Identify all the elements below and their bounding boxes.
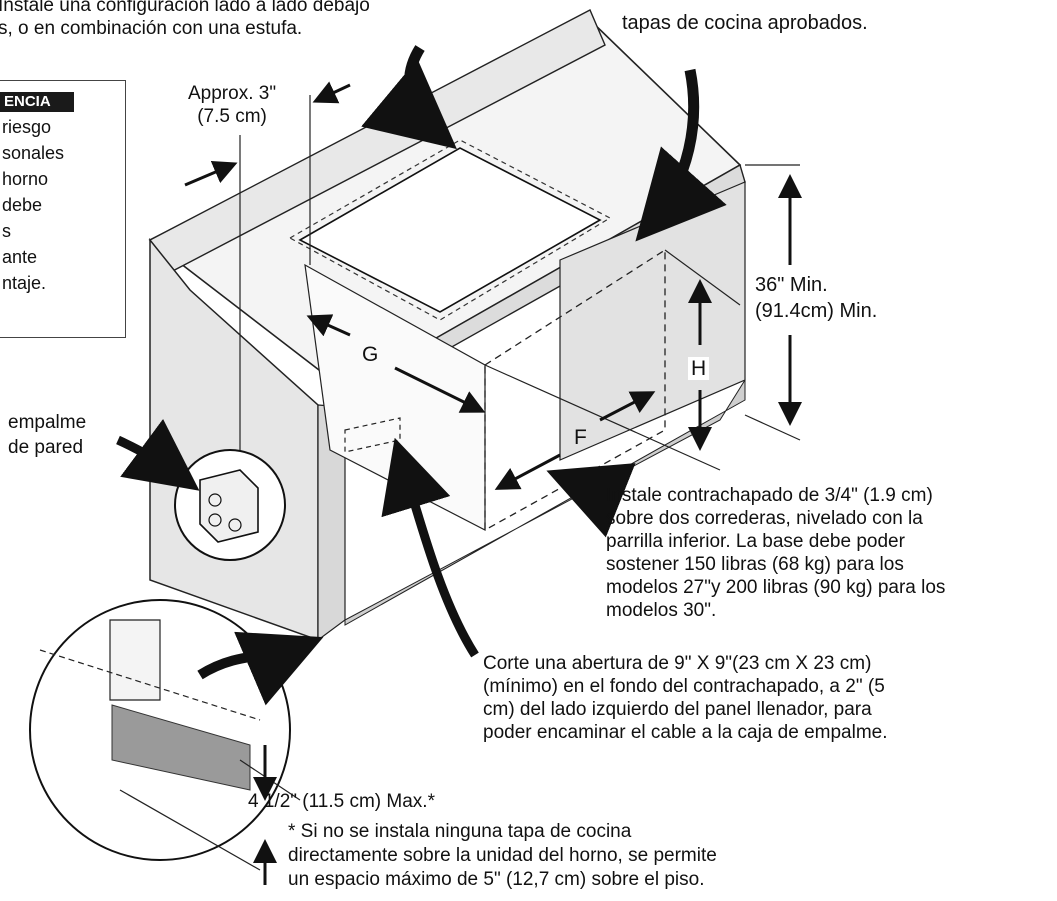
top-right-note: tapas de cocina aprobados. (622, 12, 868, 34)
oven-cutout-dashed-box (484, 248, 666, 532)
cutout-note: Corte una abertura de 9" X 9"(23 cm X 23… (483, 653, 888, 743)
warning-text: riesgo sonales horno debe s ante ntaje. (2, 117, 65, 293)
approx-dimension-label: Approx. 3" (7.5 cm) (188, 83, 277, 127)
junction-box-label: empalme de pared (8, 412, 87, 458)
warning-box (0, 80, 126, 338)
cabinet-floor (344, 378, 746, 626)
top-right-callout-arrow (635, 68, 727, 242)
junction-box-icon (199, 469, 259, 543)
height-dimension-label: 36" Min. (91.4cm) Min. (755, 274, 878, 322)
gap-dimension-label: 4 1/2" (11.5 cm) Max.* (248, 791, 435, 812)
warning-heading: ENCIA (0, 92, 74, 112)
plywood-dashed (344, 417, 401, 453)
floor-callout-arrow (197, 631, 324, 706)
cooktop-dashed-outline (288, 139, 612, 321)
dim-letter-g: G (362, 343, 379, 366)
cutout-callout-arrow (381, 437, 479, 658)
junction-callout-arrow (116, 418, 200, 491)
top-left-callout-arrow (361, 45, 457, 150)
cooktop (298, 147, 602, 313)
plywood-callout-arrow (546, 463, 636, 538)
dim-letter-h: H (688, 357, 710, 380)
dim-letter-f: F (574, 426, 587, 449)
footnote: * Si no se instala ninguna tapa de cocin… (288, 821, 717, 890)
top-left-note: Instale una configuración lado a lado de… (0, 0, 370, 39)
plywood-note: Instale contrachapado de 3/4" (1.9 cm) s… (606, 485, 946, 621)
